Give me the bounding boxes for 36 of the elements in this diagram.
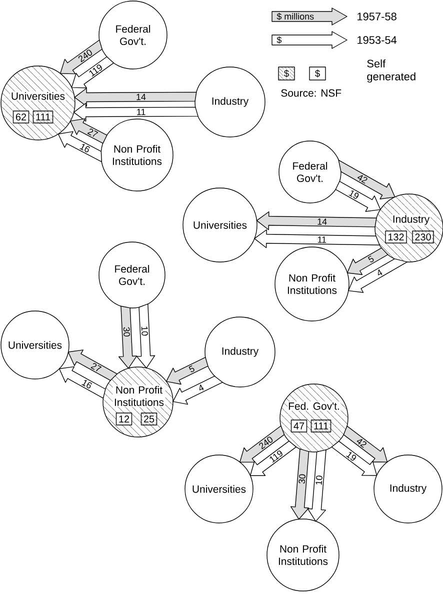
legend-text: 1953-54 bbox=[358, 36, 397, 44]
block-arrow bbox=[254, 229, 380, 248]
hatched-number-box: 230 bbox=[414, 232, 432, 242]
number-box: 62 bbox=[12, 110, 30, 124]
edge-label: 4 bbox=[196, 383, 206, 392]
block-arrow bbox=[348, 258, 408, 293]
edge-label: 27 bbox=[89, 361, 103, 374]
edge-label: 10 bbox=[314, 474, 324, 486]
edge-label: 4 bbox=[374, 268, 384, 278]
number-box: 12 bbox=[116, 412, 132, 426]
legend-text: Self generated bbox=[367, 59, 416, 83]
edge-label: 5 bbox=[187, 364, 196, 374]
block-arrow bbox=[172, 376, 223, 405]
block-arrow bbox=[290, 448, 310, 520]
block-arrow bbox=[73, 102, 198, 122]
edge-label: 42 bbox=[356, 172, 370, 185]
edge-label: 16 bbox=[80, 378, 94, 390]
edge-label: 19 bbox=[344, 450, 358, 463]
source-note: Source: NSF bbox=[281, 89, 342, 97]
block-arrow bbox=[166, 356, 208, 385]
edge-label: 240 bbox=[76, 48, 94, 64]
block-arrow bbox=[256, 211, 377, 230]
legend-box: $ bbox=[309, 66, 326, 80]
legend-text: 1957-58 bbox=[358, 12, 396, 20]
edge-label: 19 bbox=[347, 188, 361, 201]
edge-label: 30 bbox=[298, 473, 306, 485]
number-box: 132 bbox=[385, 230, 407, 244]
edge-label: 27 bbox=[86, 127, 100, 139]
edge-label: 42 bbox=[354, 436, 368, 450]
edge-label: 240 bbox=[257, 434, 275, 451]
number-box: 47 bbox=[290, 420, 308, 432]
edge-label: 16 bbox=[78, 142, 92, 154]
block-arrow bbox=[307, 449, 326, 522]
block-arrow bbox=[74, 88, 197, 107]
edge-label: 119 bbox=[268, 448, 285, 464]
edge-label: 5 bbox=[366, 254, 376, 264]
